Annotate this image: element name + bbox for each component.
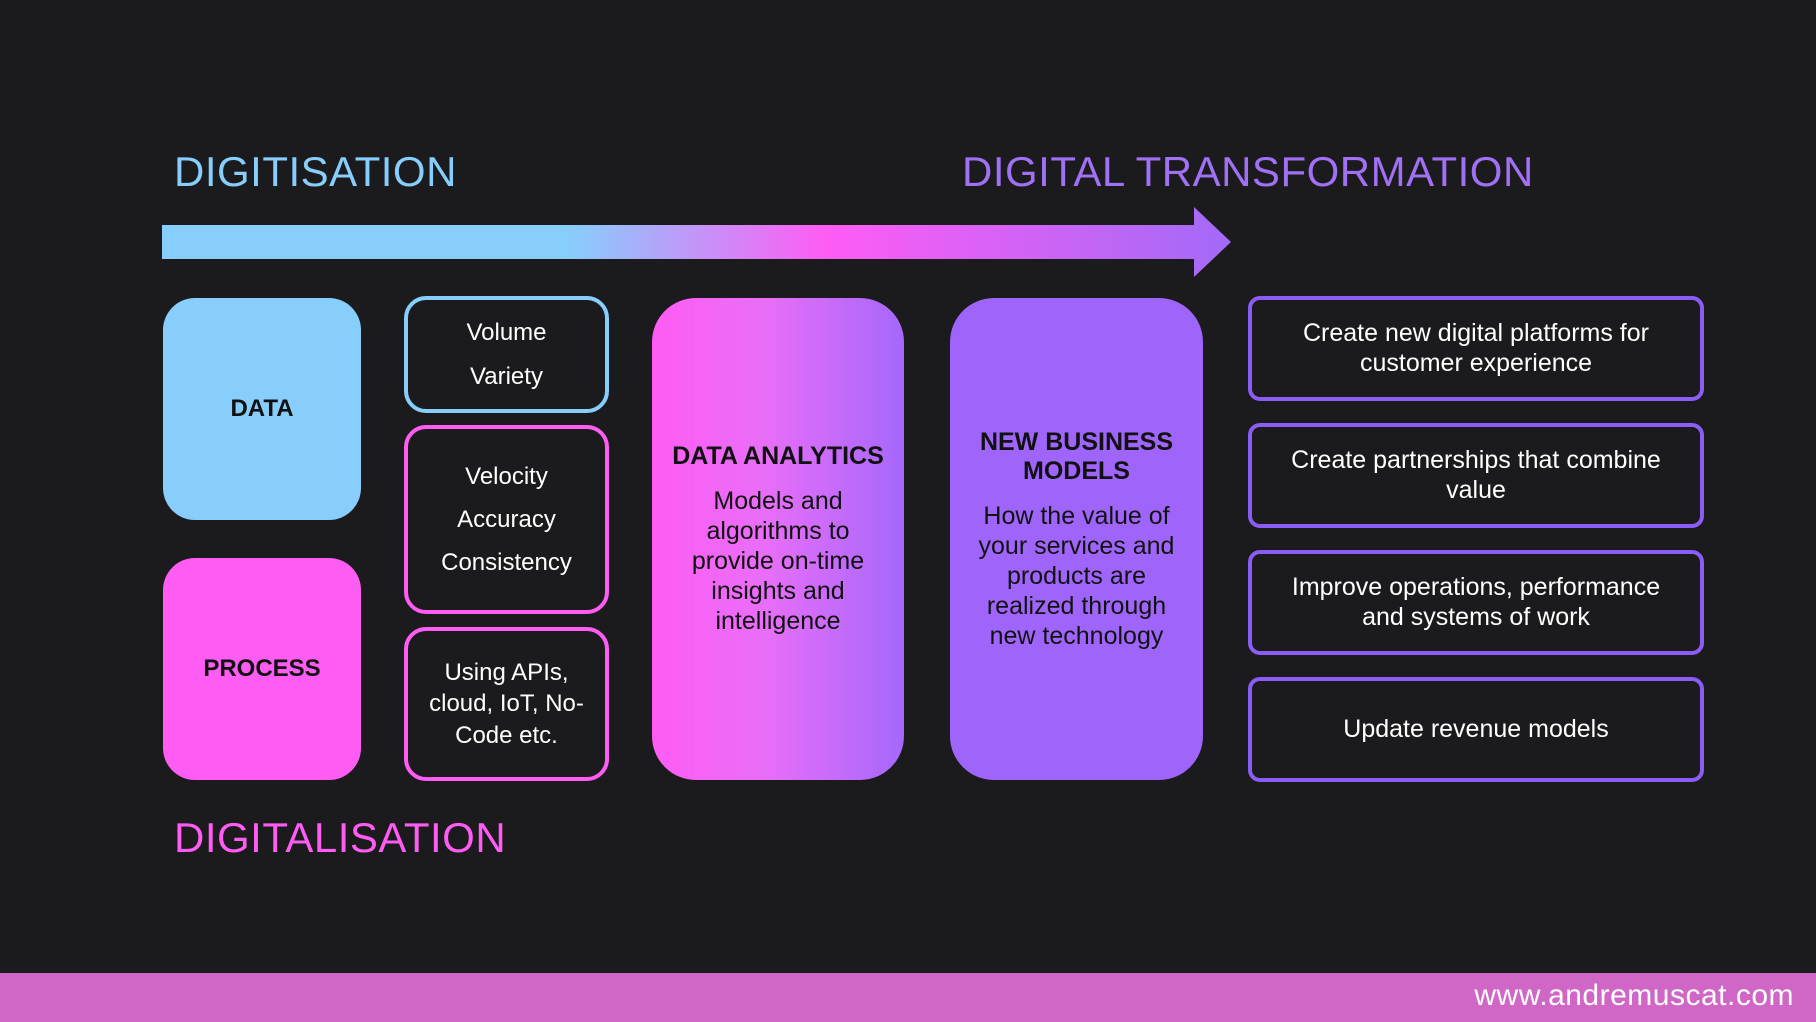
digitisation-heading: DIGITISATION <box>174 148 457 195</box>
digital-transformation-heading: DIGITAL TRANSFORMATION <box>962 148 1534 195</box>
attribute-volume: Volume <box>466 319 547 347</box>
new-business-models-block: NEW BUSINESS MODELS How the value of you… <box>950 298 1203 780</box>
outcome-text: Update revenue models <box>1343 714 1609 743</box>
outcome-box: Update revenue models <box>1248 677 1704 782</box>
data-analytics-description: Models and algorithms to provide on-time… <box>691 486 865 635</box>
attribute-box-velocity-accuracy-consistency: Velocity Accuracy Consistency <box>404 425 609 614</box>
digitalisation-heading: DIGITALISATION <box>174 814 507 861</box>
outcome-text: Improve operations, performance and syst… <box>1291 573 1661 631</box>
footer-website-link[interactable]: www.andremuscat.com <box>1474 979 1794 1012</box>
attribute-consistency: Consistency <box>441 549 572 577</box>
new-business-models-description: How the value of your services and produ… <box>978 501 1175 650</box>
new-business-models-title: NEW BUSINESS MODELS <box>979 427 1174 486</box>
attribute-accuracy: Accuracy <box>457 505 556 533</box>
outcome-box: Improve operations, performance and syst… <box>1248 550 1704 655</box>
data-analytics-block: DATA ANALYTICS Models and algorithms to … <box>652 298 904 780</box>
data-analytics-title: DATA ANALYTICS <box>672 442 884 471</box>
attribute-velocity: Velocity <box>465 462 548 490</box>
outcome-text: Create partnerships that combine value <box>1291 446 1661 504</box>
attribute-apis-text: Using APIs, cloud, IoT, No-Code etc. <box>429 659 584 749</box>
process-block-label: PROCESS <box>203 655 321 682</box>
attribute-variety: Variety <box>470 362 543 390</box>
outcome-text: Create new digital platforms for custome… <box>1303 319 1649 377</box>
progress-arrow <box>162 207 1231 277</box>
outcome-box: Create partnerships that combine value <box>1248 423 1704 528</box>
attribute-box-volume-variety: Volume Variety <box>404 296 609 413</box>
attribute-box-apis: Using APIs, cloud, IoT, No-Code etc. <box>404 627 609 781</box>
data-block: DATA <box>163 298 361 520</box>
process-block: PROCESS <box>163 558 361 780</box>
footer-bar: www.andremuscat.com <box>0 973 1816 1022</box>
outcome-box: Create new digital platforms for custome… <box>1248 296 1704 401</box>
data-block-label: DATA <box>230 395 294 422</box>
